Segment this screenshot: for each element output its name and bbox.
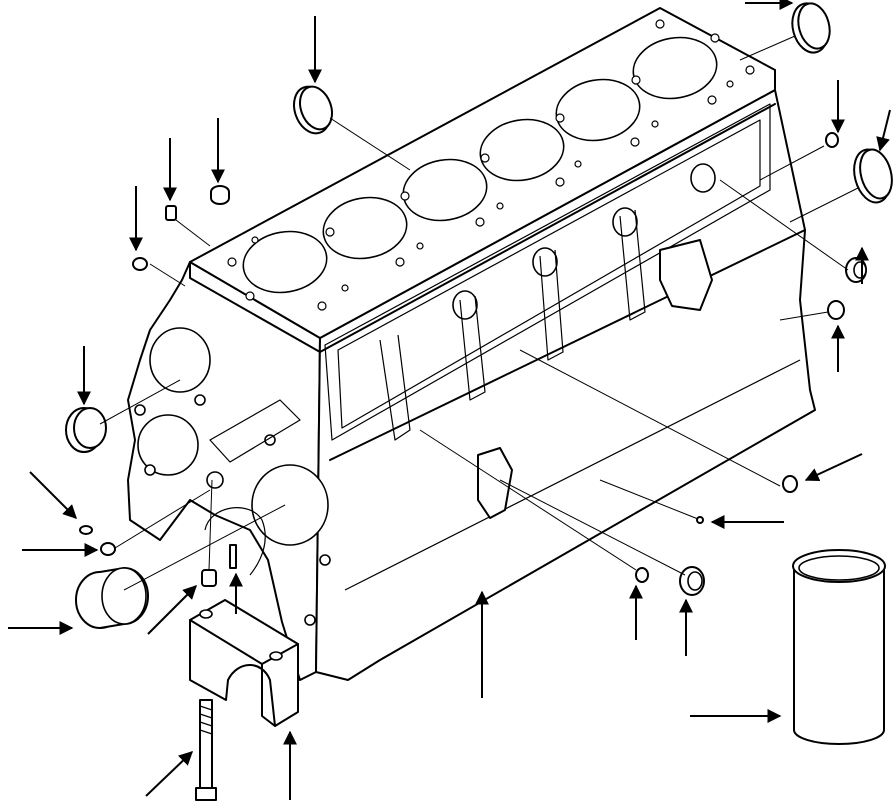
- main-bearing-bolt: [195, 699, 217, 801]
- leader-lines: [99, 35, 859, 591]
- callout-arrows: [8, 0, 891, 800]
- front-gasket: [204, 507, 266, 576]
- side-mount-boss: [477, 447, 513, 519]
- plug-rear-large: [853, 148, 893, 204]
- side-bosses: [379, 163, 716, 441]
- cup-plug-top: [210, 185, 230, 205]
- small-pin-front: [79, 525, 93, 535]
- front-idler-bore: [137, 414, 199, 476]
- cylinder-bore-1: [242, 230, 328, 294]
- o-ring-right: [679, 566, 705, 596]
- arrow-16: [804, 453, 863, 482]
- small-plug-front: [100, 542, 116, 556]
- small-plug-1: [132, 257, 148, 271]
- cylinder-bore-2: [322, 196, 408, 260]
- small-pin-5: [696, 516, 704, 524]
- small-plug-2: [825, 132, 839, 148]
- cylinder-bore-6: [632, 36, 718, 100]
- arrow-4: [876, 109, 891, 152]
- arrow-14: [147, 585, 197, 635]
- plug-front-mid: [65, 407, 107, 453]
- front-seal-cup: [75, 567, 149, 629]
- deck-bolt-holes: [227, 19, 755, 311]
- small-plug-3: [827, 300, 845, 320]
- cylinder-liner: [792, 549, 886, 745]
- block-side-face: [315, 89, 816, 681]
- arrow-11: [29, 471, 77, 519]
- cylinder-block: [127, 7, 816, 681]
- plug-top-right: [791, 2, 831, 54]
- front-camshaft-bore: [149, 327, 211, 393]
- dowel-pin-1: [165, 205, 177, 221]
- cap-screw: [229, 544, 237, 569]
- rear-mount-boss: [659, 239, 713, 311]
- arrow-23: [145, 751, 194, 797]
- dowel-sleeve: [201, 569, 217, 587]
- main-bearing-cap: [189, 599, 299, 727]
- front-crank-bore: [251, 464, 329, 546]
- small-plug-4: [782, 475, 798, 493]
- plug-top-left: [293, 85, 333, 135]
- side-cover-frame: [324, 103, 771, 441]
- small-plug-6: [635, 567, 649, 583]
